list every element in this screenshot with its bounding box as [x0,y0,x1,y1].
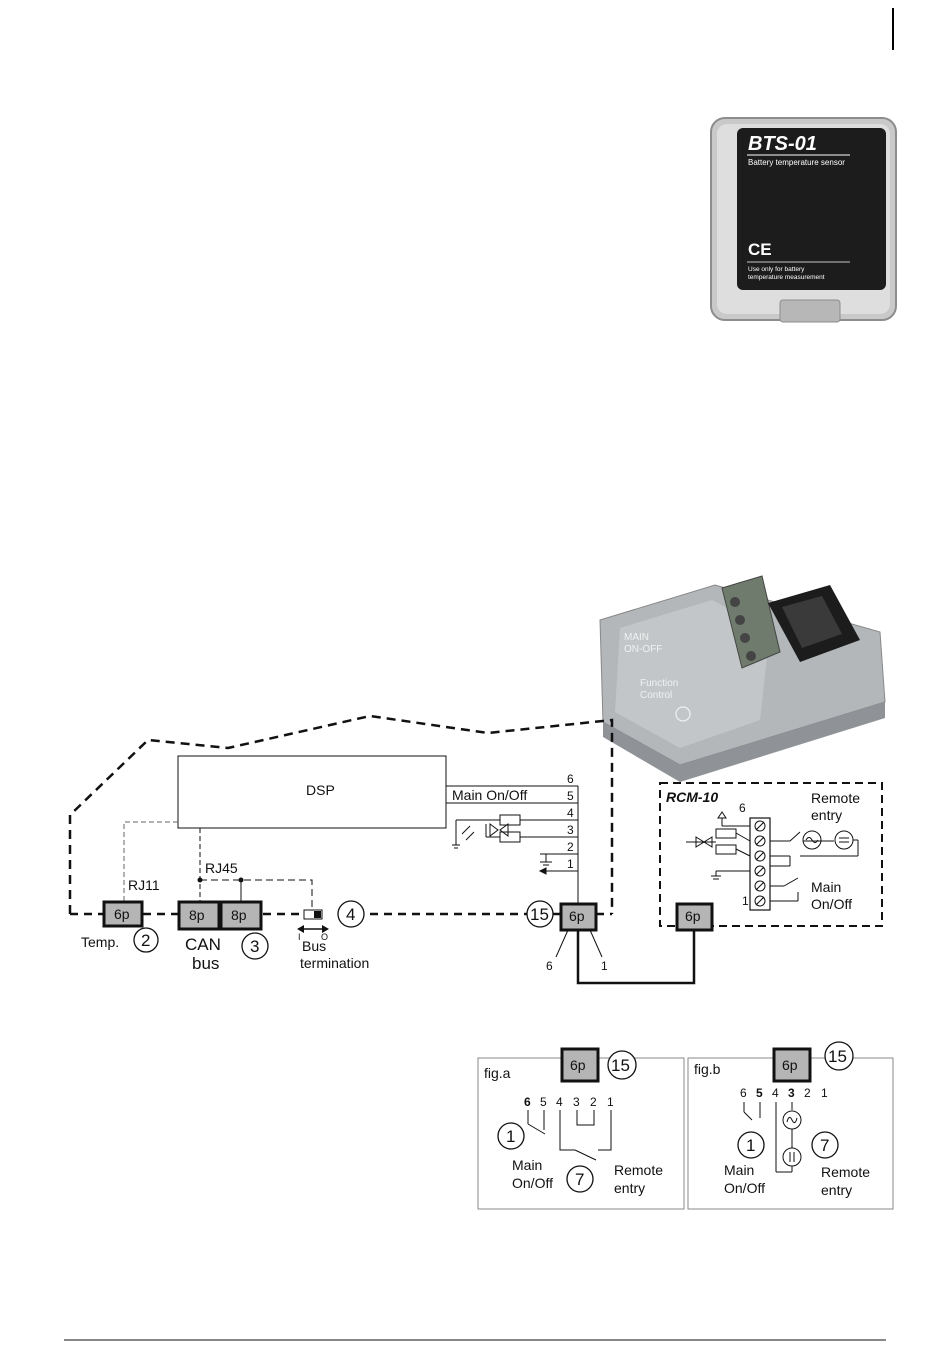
dsp-block [177,755,447,829]
bus-termination-switch [303,909,323,920]
temp-label: Temp. [81,934,119,950]
can-connector-a [177,900,221,931]
photo-main-label-1: MAIN [624,632,649,643]
fig-a-pin-1: 1 [607,1095,614,1109]
can-label-2: bus [192,954,219,973]
fig-b-connector [772,1047,812,1083]
rcm-port-connector [559,902,598,932]
fig-a-callout-1: 1 [506,1127,515,1146]
rcm10-pin-1: 1 [742,894,749,908]
pin-6: 6 [567,772,574,786]
switch-i-label: I [298,932,301,942]
bus-termination-label-1: Bus [302,938,326,954]
photo-function-label-2: Control [640,690,672,701]
fig-a-remote-2: entry [614,1180,645,1196]
fig-a-callout-7: 7 [575,1170,584,1189]
can-connector-a-label: 8p [189,907,205,923]
fig-b-callout-1: 1 [746,1136,755,1155]
pin-2: 2 [567,840,574,854]
fig-a-title: fig.a [484,1065,511,1081]
fig-b: 6p 15 fig.b 6 5 4 3 2 1 1 7 Main On/ [687,1041,894,1210]
fig-b-pin-1: 1 [821,1086,828,1100]
fig-b-pin-6: 6 [740,1086,747,1100]
rj11-label: RJ11 [128,877,160,893]
main-on-off-line-label: Main On/Off [452,787,527,803]
fig-b-callout-15: 15 [828,1047,847,1066]
fig-b-main-2: On/Off [724,1180,765,1196]
dsp-label: DSP [306,782,335,798]
rcm10-remote-1: Remote [811,790,860,806]
callout-4-text: 4 [346,905,355,924]
pin-4: 4 [567,806,574,820]
photo-function-label-1: Function [640,678,678,689]
fig-b-frame [687,1057,894,1210]
fig-b-callout-7: 7 [820,1136,829,1155]
bts01-title: BTS-01 [748,133,817,155]
callout-2-text: 2 [141,931,150,950]
can-label-1: CAN [185,935,221,954]
callout-3-text: 3 [250,937,259,956]
bts01-device: BTS-01 Battery temperature sensor CE Use… [710,117,897,323]
pin-3: 3 [567,823,574,837]
pin-1: 1 [567,857,574,871]
fig-b-connector-label: 6p [782,1057,798,1073]
rcm10-title: RCM-10 [666,789,718,805]
bts01-label-plate [737,128,886,290]
ce-mark: CE [748,240,772,259]
photo-main-label-2: ON-OFF [624,644,662,655]
fig-a-main-2: On/Off [512,1175,553,1191]
fig-a-pin-3: 3 [573,1095,580,1109]
fig-a-pin-5: 5 [540,1095,547,1109]
callout-3 [241,932,269,960]
fig-b-main-1: Main [724,1162,754,1178]
switch-o-label: O [321,932,328,942]
callout-2 [133,927,159,953]
callout-15-text: 15 [530,905,549,924]
rj45-label: RJ45 [205,860,238,876]
fig-b-pin-4: 4 [772,1086,779,1100]
temp-connector-label: 6p [114,906,130,922]
can-connector-b [219,900,263,931]
bus-termination-label-2: termination [300,955,369,971]
callout-15 [526,900,554,928]
cable-pin-6: 6 [546,959,553,973]
rcm10-pin-6: 6 [739,801,746,815]
fig-a-pin-2: 2 [590,1095,597,1109]
fig-a: 6p 15 fig.a 6 5 4 3 2 1 1 7 Main On/Off … [477,1047,685,1210]
rcm10-schematic: RCM-10 6 1 [659,782,883,932]
fig-b-remote-1: Remote [821,1164,870,1180]
rcm-cable [576,930,696,985]
pin-5: 5 [567,789,574,803]
fig-a-pin-4: 4 [556,1095,563,1109]
fig-a-main-1: Main [512,1157,542,1173]
fig-a-connector-label: 6p [570,1057,586,1073]
fig-b-title: fig.b [694,1061,721,1077]
fig-a-pin-6: 6 [524,1095,531,1109]
fig-b-remote-2: entry [821,1182,852,1198]
cable-pin-1: 1 [601,959,608,973]
rcm10-box [659,782,883,927]
fig-b-pin-3: 3 [788,1086,795,1100]
rcm-port-connector-label: 6p [569,908,585,924]
bts01-note-2: temperature measurement [748,274,825,281]
bts01-subtitle: Battery temperature sensor [748,158,845,167]
fig-a-connector [560,1047,600,1083]
rcm10-main-1: Main [811,879,841,895]
can-connector-b-label: 8p [231,907,247,923]
callout-4 [337,900,365,928]
wiring-diagram: DSP [68,714,696,985]
fig-a-remote-1: Remote [614,1162,663,1178]
rcm10-remote-2: entry [811,807,842,823]
fig-b-pin-5: 5 [756,1086,763,1100]
temp-connector [102,900,144,928]
rcm10-connector [675,902,714,932]
enclosure-outline [68,714,614,914]
rcm10-connector-label: 6p [685,908,701,924]
bts01-note-1: Use only for battery [748,266,805,273]
fig-b-pin-2: 2 [804,1086,811,1100]
fig-a-callout-15: 15 [611,1056,630,1075]
rcm10-device-photo: MAIN ON-OFF Function Control [599,575,886,782]
rcm10-main-2: On/Off [811,896,852,912]
